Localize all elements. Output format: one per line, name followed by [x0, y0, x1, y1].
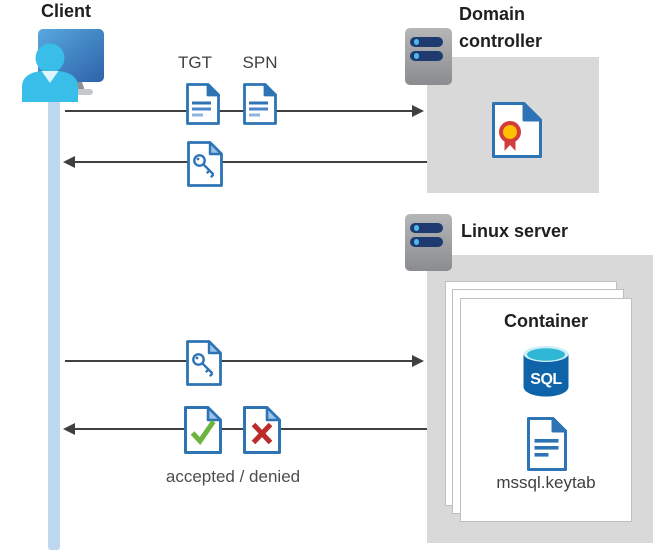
linux-server-label: Linux server [461, 221, 569, 241]
server-led-icon [413, 39, 419, 45]
domain-controller-label: Domain controller [459, 4, 543, 51]
arrowhead-right-icon [412, 355, 424, 367]
keytab-label: mssql.keytab [496, 473, 596, 492]
server-led-icon [413, 239, 419, 245]
tgt-document-icon [186, 83, 220, 125]
domain-controller-server-icon [405, 28, 452, 85]
client-label: Client [40, 1, 91, 21]
sql-label: SQL [530, 371, 562, 388]
server-led-icon [413, 53, 419, 59]
person-head [35, 43, 65, 73]
accepted-denied-label: accepted / denied [165, 467, 301, 486]
container-paper-front [460, 298, 632, 522]
server-bar [410, 51, 443, 61]
arrowhead-left-icon [63, 156, 75, 168]
key-document-icon [187, 141, 223, 187]
certificate-icon [492, 102, 542, 158]
server-bar [410, 223, 443, 233]
person-collar [41, 71, 59, 83]
arrowhead-left-icon [63, 423, 75, 435]
cross-document-icon [243, 406, 281, 454]
arrow-line [74, 161, 427, 163]
client-lifeline [48, 88, 60, 550]
linux-server-icon [405, 214, 452, 271]
sql-database-icon: SQL [523, 346, 569, 397]
arrow-line [65, 110, 413, 112]
spn-label: SPN [242, 53, 278, 72]
keytab-document-icon [527, 417, 567, 471]
check-document-icon [184, 406, 222, 454]
tgt-label: TGT [178, 53, 212, 72]
client-workstation-icon [22, 29, 104, 102]
person-body [22, 70, 78, 102]
arrow-line [65, 360, 413, 362]
container-label: Container [503, 311, 588, 331]
server-bar [410, 37, 443, 47]
server-led-icon [413, 225, 419, 231]
rosette [499, 121, 521, 143]
server-bar [410, 237, 443, 247]
key-document-icon [186, 340, 222, 386]
spn-document-icon [243, 83, 277, 125]
arrowhead-right-icon [412, 105, 424, 117]
